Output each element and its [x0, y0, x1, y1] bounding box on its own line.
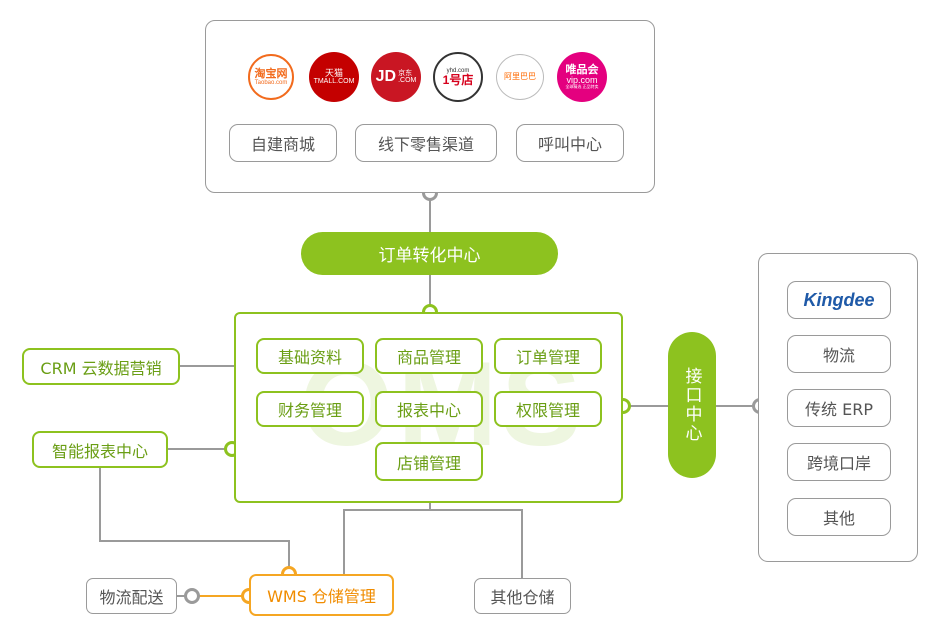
module-report-center[interactable]: 报表中心	[375, 391, 483, 427]
interface-center[interactable]: 接口中心	[668, 332, 716, 478]
jd-logo-text: JD	[375, 68, 397, 85]
crm-cloud-marketing[interactable]: CRM 云数据营销	[22, 348, 180, 385]
module-finance-mgmt[interactable]: 财务管理	[256, 391, 364, 427]
module-product-mgmt[interactable]: 商品管理	[375, 338, 483, 374]
smart-report-center[interactable]: 智能报表中心	[32, 431, 168, 468]
offline-retail-button[interactable]: 线下零售渠道	[355, 124, 497, 162]
logistics-delivery-button[interactable]: 物流配送	[86, 578, 177, 614]
other-systems-button[interactable]: 其他	[787, 498, 891, 536]
cross-border-port-button[interactable]: 跨境口岸	[787, 443, 891, 481]
interface-center-label: 接口中心	[681, 367, 702, 443]
wms-storage-button[interactable]: WMS 仓储管理	[249, 574, 394, 616]
module-permission-mgmt[interactable]: 权限管理	[494, 391, 602, 427]
module-store-mgmt[interactable]: 店铺管理	[375, 442, 483, 481]
module-order-mgmt[interactable]: 订单管理	[494, 338, 602, 374]
tmall-logo: 天猫 TMALL.COM	[309, 52, 359, 102]
module-basic-data[interactable]: 基础资料	[256, 338, 364, 374]
vip-logo-text: 唯品会	[565, 64, 599, 76]
alibaba-logo: 阿里巴巴	[496, 54, 544, 100]
yhd-logo-text: 1号店	[442, 73, 474, 87]
taobao-logo: 淘宝网 Taobao.com	[248, 54, 294, 100]
vip-logo-subtext: vip.com	[566, 75, 598, 85]
tmall-logo-text: 天猫	[324, 68, 343, 78]
jd-logo-com: .COM	[398, 77, 417, 84]
vip-logo-tagline: 全球精选 正品特卖	[565, 84, 599, 89]
vip-logo: 唯品会 vip.com 全球精选 正品特卖	[557, 52, 607, 102]
jd-logo-cn: 京东	[398, 70, 413, 77]
other-storage-button[interactable]: 其他仓储	[474, 578, 571, 614]
traditional-erp-button[interactable]: 传统 ERP	[787, 389, 891, 427]
taobao-logo-subtext: Taobao.com	[254, 79, 288, 86]
jd-logo: JD 京东 .COM	[371, 52, 421, 102]
call-center-button[interactable]: 呼叫中心	[516, 124, 624, 162]
yhd-logo-subtext: yhd.com	[446, 68, 470, 74]
logistics-system-button[interactable]: 物流	[787, 335, 891, 373]
yhd-logo: yhd.com 1号店	[433, 52, 483, 102]
kingdee-logo-button[interactable]: Kingdee	[787, 281, 891, 319]
alibaba-logo-text: 阿里巴巴	[504, 72, 536, 81]
tmall-logo-subtext: TMALL.COM	[313, 78, 355, 85]
channel-panel	[205, 20, 655, 193]
order-conversion-center[interactable]: 订单转化中心	[301, 232, 558, 275]
kingdee-logo-text: Kingdee	[803, 289, 875, 310]
taobao-logo-text: 淘宝网	[254, 67, 288, 80]
own-mall-button[interactable]: 自建商城	[229, 124, 337, 162]
